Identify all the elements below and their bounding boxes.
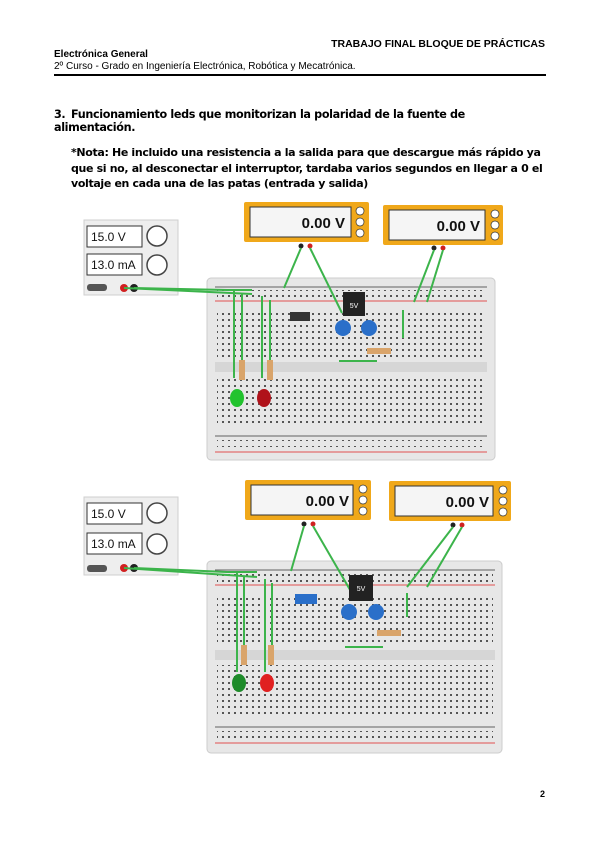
wires: [123, 247, 444, 378]
led-resistor-red: [268, 645, 274, 665]
capacitor-output: [368, 604, 384, 620]
supply-current-readout: 13.0 mA: [91, 537, 136, 551]
document-title: TRABAJO FINAL BLOQUE DE PRÁCTICAS: [331, 38, 545, 50]
course-name: 2º Curso - Grado en Ingeniería Electróni…: [54, 61, 356, 72]
note-paragraph: *Nota: He incluido una resistencia a la …: [71, 146, 543, 190]
voltmeter-input: 0.00 V: [244, 202, 369, 249]
voltmeter-output: 0.00 V: [389, 481, 511, 528]
supply-voltage-readout: 15.0 V: [91, 507, 126, 521]
led-red: [257, 389, 271, 407]
led-resistor-green: [241, 645, 247, 665]
led-red: [260, 674, 274, 692]
voltage-regulator: 5V: [349, 575, 373, 601]
regulator-label: 5V: [350, 303, 359, 310]
header-divider: [54, 74, 546, 76]
section-heading: 3.Funcionamiento leds que monitorizan la…: [54, 108, 546, 134]
voltmeter-input: 0.00 V: [245, 480, 371, 527]
voltmeter-input-readout: 0.00 V: [302, 215, 345, 232]
voltmeter-output: 0.00 V: [383, 205, 503, 251]
voltmeter-input-readout: 0.00 V: [306, 493, 349, 510]
capacitor-output: [361, 320, 377, 336]
capacitor-input: [341, 604, 357, 620]
section-title: Funcionamiento leds que monitorizan la p…: [54, 108, 465, 134]
voltage-regulator: 5V: [343, 292, 365, 316]
current-knob[interactable]: [146, 533, 168, 555]
voltage-knob[interactable]: [146, 225, 168, 247]
supply-current-readout: 13.0 mA: [91, 258, 136, 272]
led-green: [230, 389, 244, 407]
circuit-screenshot-2: 15.0 V 13.0 mA 0.00 V 0.00 V: [77, 477, 523, 767]
voltage-knob[interactable]: [146, 502, 168, 524]
regulator-label: 5V: [357, 586, 366, 593]
led-resistor-green: [239, 360, 245, 380]
voltmeter-output-readout: 0.00 V: [446, 494, 489, 511]
power-supply: 15.0 V 13.0 mA: [83, 496, 179, 576]
supply-voltage-readout: 15.0 V: [91, 230, 126, 244]
circuit-screenshot-1: 15.0 V 13.0 mA 0.00 V: [77, 198, 523, 478]
capacitor-input: [335, 320, 351, 336]
section-number: 3.: [54, 108, 66, 121]
led-green: [232, 674, 246, 692]
page-number: 2: [539, 789, 545, 799]
led-resistor-red: [267, 360, 273, 380]
discharge-resistor: [367, 348, 391, 354]
power-supply: 15.0 V 13.0 mA: [83, 219, 179, 296]
voltmeter-output-readout: 0.00 V: [437, 218, 480, 235]
subject-name: Electrónica General: [54, 49, 148, 60]
slide-switch[interactable]: [295, 594, 317, 604]
current-knob[interactable]: [146, 254, 168, 276]
slide-switch[interactable]: [290, 312, 310, 321]
discharge-resistor: [377, 630, 401, 636]
